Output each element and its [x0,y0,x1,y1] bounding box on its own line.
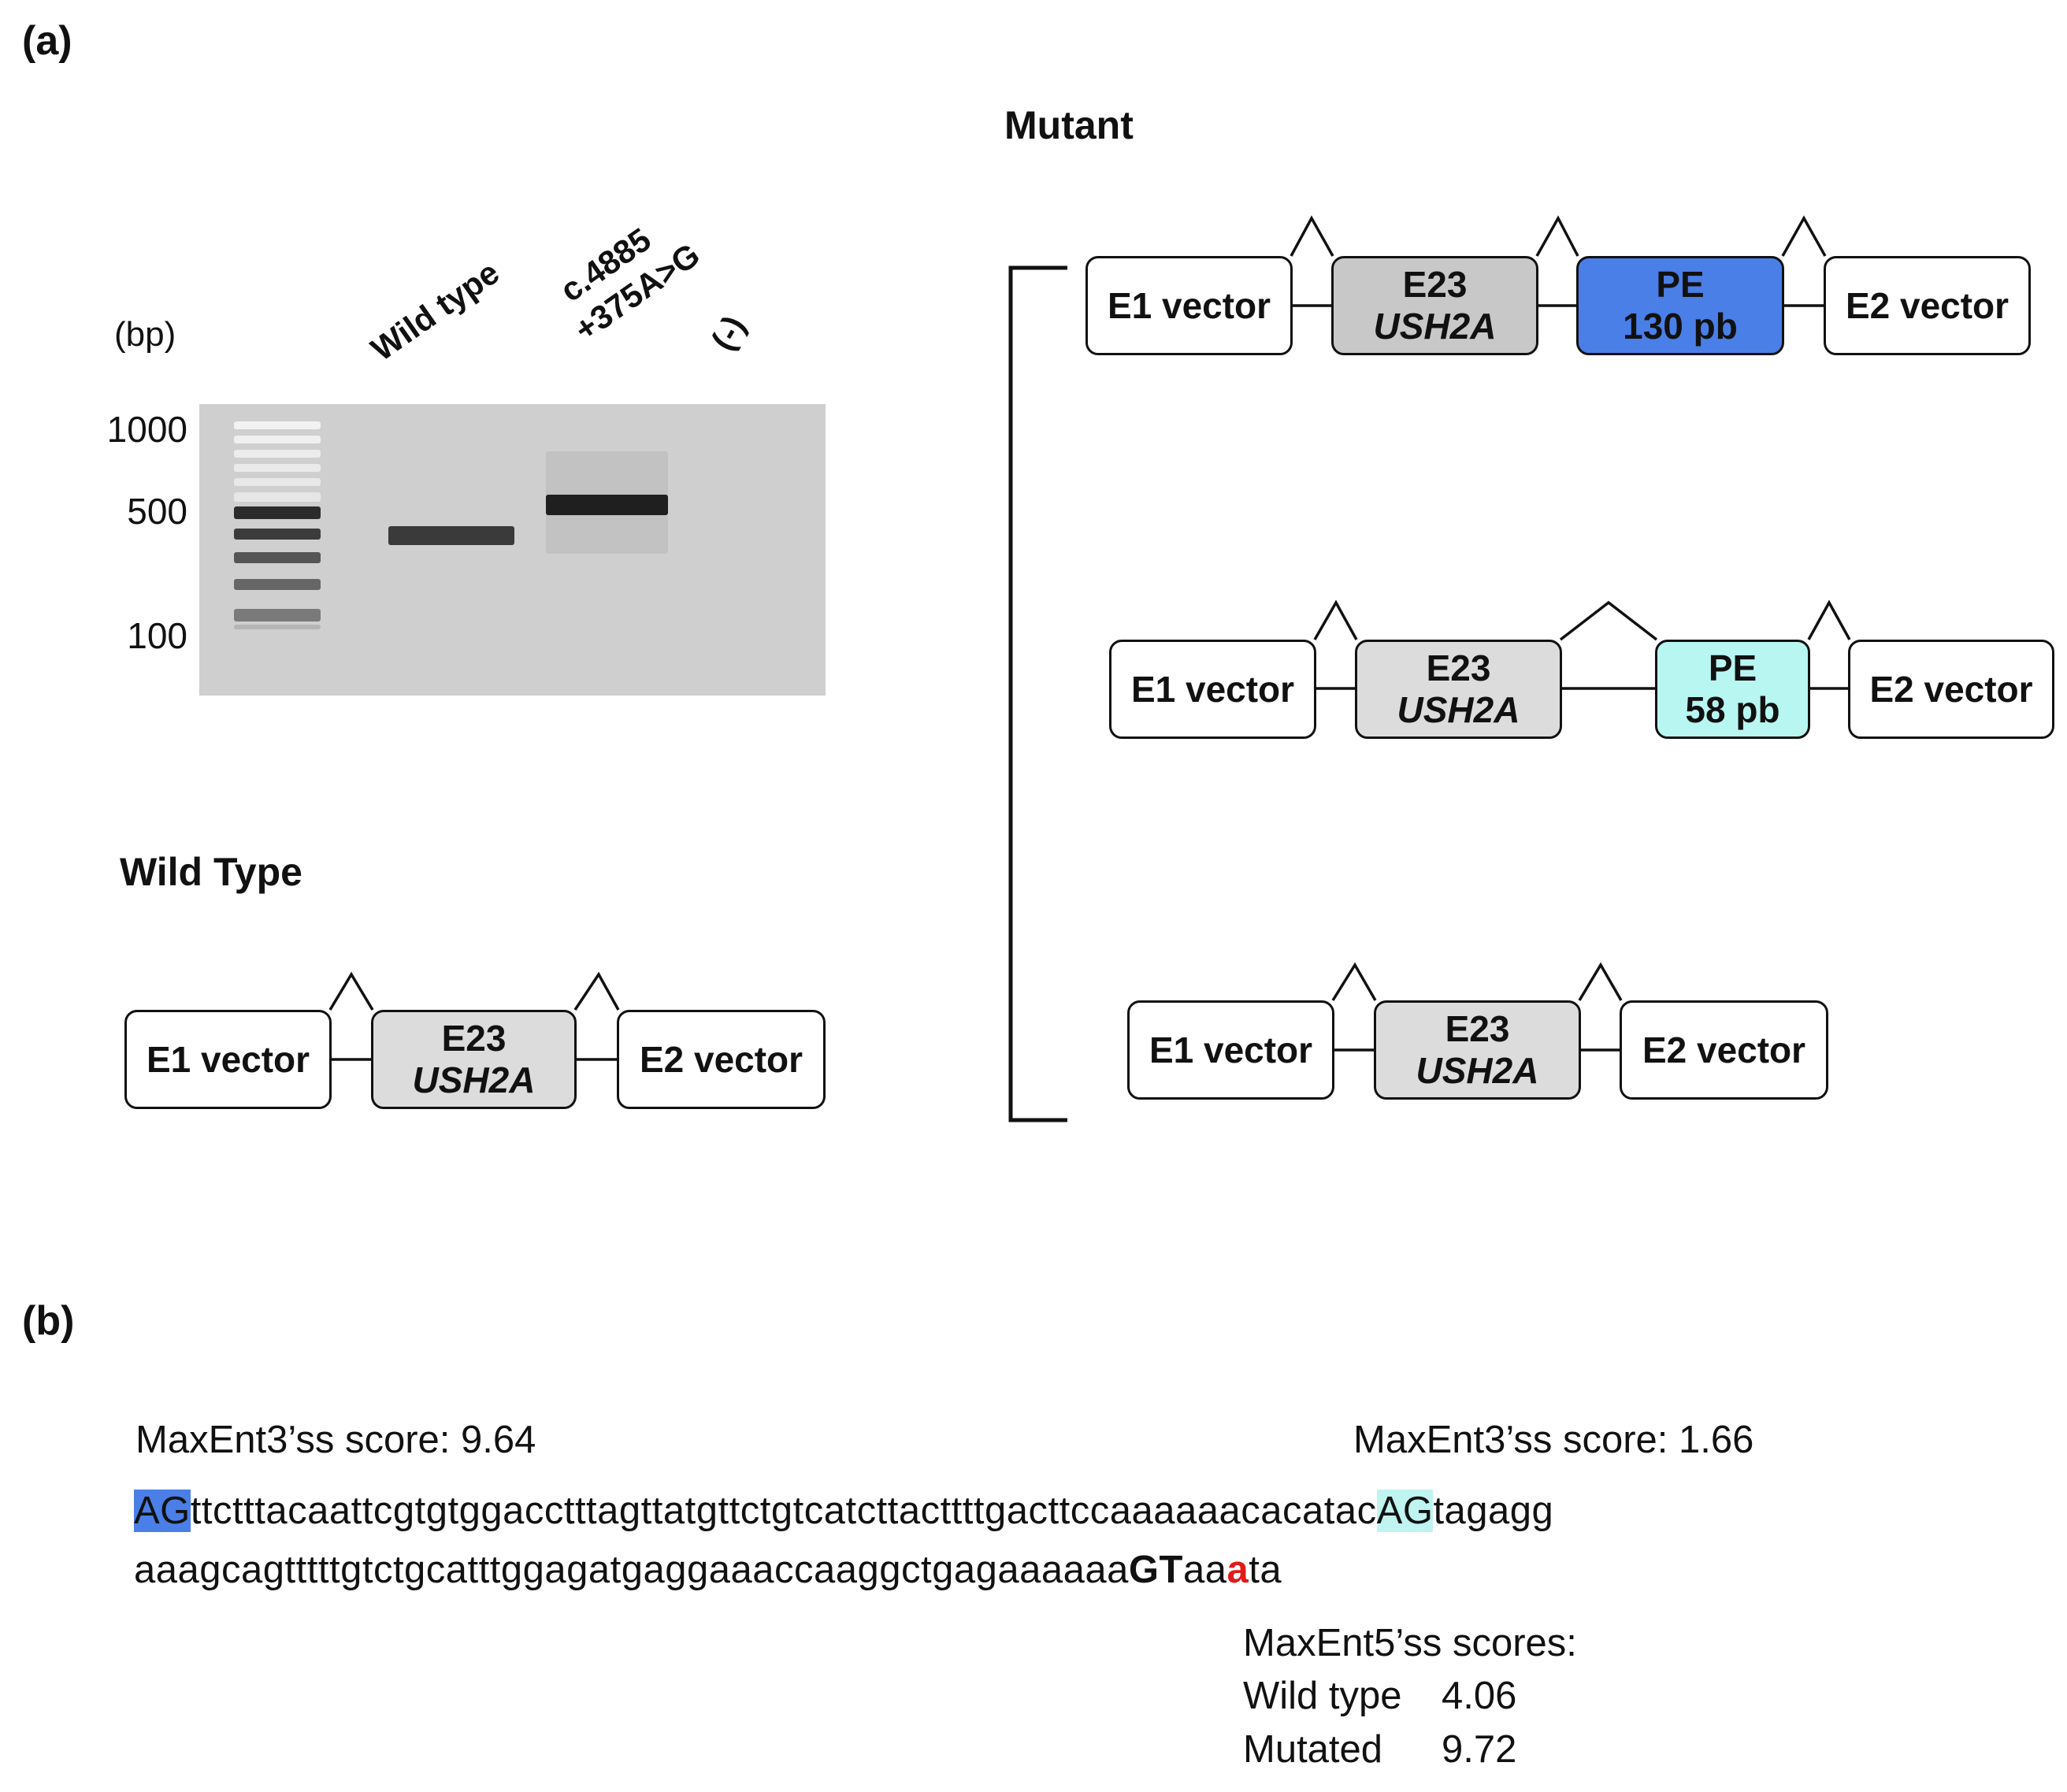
ladder-band [234,609,321,621]
ladder-band-500 [234,506,321,519]
wt-e2-vector-box: E2 vector [617,1010,826,1109]
maxent5-wt-label: Wild type [1243,1675,1402,1717]
mutant-band [546,495,668,515]
ladder-band [234,421,321,429]
wild-type-heading: Wild Type [120,850,302,894]
mutant-heading: Mutant [1004,103,1134,147]
size-marker-500: 500 [127,491,187,532]
maxent5-mut-value: 9.72 [1442,1728,1517,1771]
gel-image [199,404,826,696]
seq2-aa: aa [1182,1549,1227,1591]
maxent5-title: MaxEnt5’ss scores: [1243,1622,1577,1664]
ladder-band [234,552,321,563]
wt-gene-label: USH2A [412,1059,536,1100]
ag-acceptor-58: AG [1376,1490,1434,1532]
ladder-band [234,625,321,629]
iso2-gene-label: USH2A [1397,689,1520,730]
wt-e1-vector-box: E1 vector [124,1010,332,1109]
bp-unit-label: (bp) [114,315,176,354]
iso1-pe-size: 130 pb [1623,306,1738,347]
iso2-e1-vector-box: E1 vector [1109,640,1316,739]
iso3-e1-vector-box: E1 vector [1127,1000,1334,1100]
ladder-band [234,529,321,540]
ladder-band [234,478,321,486]
iso1-e2-vector-box: E2 vector [1824,256,2031,355]
wt-e23-label: E23 [441,1018,507,1059]
seq2-end: ta [1249,1549,1282,1591]
iso1-e1-vector-box: E1 vector [1085,256,1293,355]
ladder-band [234,450,321,458]
gt-donor: GT [1128,1549,1183,1591]
ag-acceptor-130: AG [134,1490,191,1532]
sequence-line-2: aaagcagtttttgtctgcatttggagatgaggaaaccaag… [134,1548,1282,1592]
panel-b-label: (b) [22,1298,75,1344]
iso3-gene-label: USH2A [1416,1050,1539,1091]
iso2-pe-size: 58 pb [1685,689,1780,730]
ladder-band [234,492,321,502]
iso2-e2-vector-box: E2 vector [1848,640,2054,739]
iso1-e23-label: E23 [1402,264,1468,306]
ladder-band [234,436,321,443]
sequence-line-1: AGttctttacaattcgtgtggacctttagttatgttctgt… [134,1489,1553,1533]
wild-type-band [388,526,514,545]
size-marker-100: 100 [127,615,187,656]
iso3-e23-label: E23 [1445,1008,1510,1050]
seq1-tail: tagagg [1433,1490,1554,1532]
iso1-pe-label: PE [1656,264,1705,306]
seq2-pre: aaagcagtttttgtctgcatttggagatgaggaaaccaag… [134,1549,1129,1591]
maxent3-score-left: MaxEnt3’ss score: 9.64 [135,1419,536,1461]
ladder-band [234,579,321,590]
wt-e2-label: E2 vector [639,1038,803,1080]
iso2-e1-label: E1 vector [1130,668,1295,710]
size-marker-1000: 1000 [106,409,187,450]
iso2-e23-label: E23 [1426,647,1491,689]
maxent5-wt-value: 4.06 [1442,1675,1517,1717]
iso3-e2-label: E2 vector [1642,1029,1806,1070]
maxent3-score-right: MaxEnt3’ss score: 1.66 [1353,1419,1754,1461]
iso1-gene-label: USH2A [1373,306,1497,347]
iso3-e1-label: E1 vector [1149,1029,1313,1070]
iso3-e2-vector-box: E2 vector [1620,1000,1828,1100]
iso2-pe-label: PE [1708,647,1757,689]
mutated-base: a [1226,1549,1249,1591]
iso1-e2-label: E2 vector [1845,284,2009,326]
iso2-e2-label: E2 vector [1869,668,2033,710]
wt-e1-label: E1 vector [146,1038,310,1080]
maxent5-mut-label: Mutated [1243,1728,1383,1771]
iso1-e1-label: E1 vector [1107,284,1271,326]
ladder-band [234,464,321,472]
seq1-middle: ttctttacaattcgtgtggacctttagttatgttctgtca… [190,1490,1377,1532]
panel-a-label: (a) [22,18,72,64]
